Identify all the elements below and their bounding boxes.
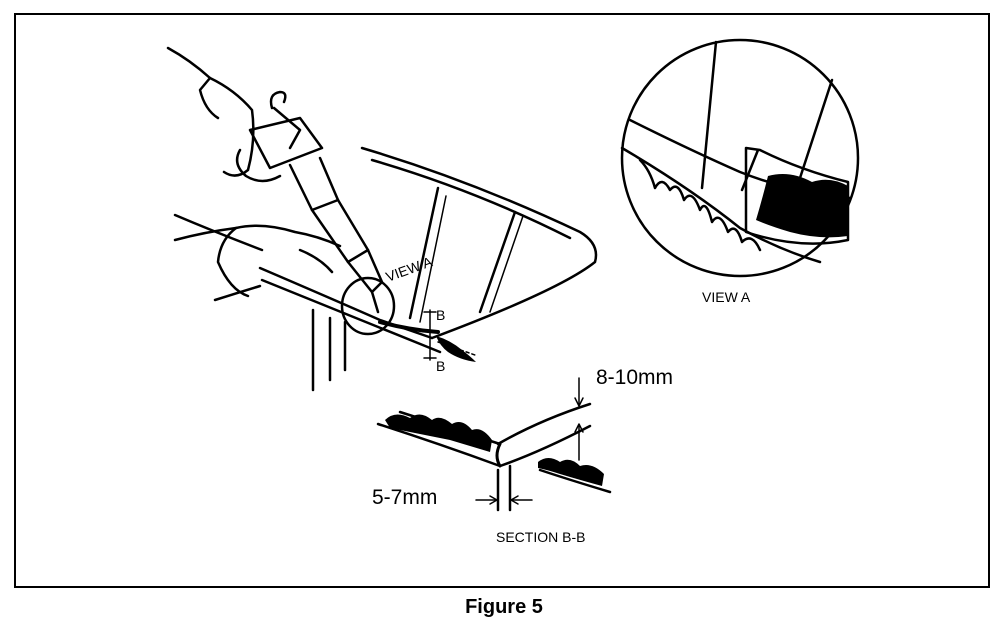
figure-caption: Figure 5 bbox=[465, 596, 543, 618]
windshield-glass bbox=[173, 146, 598, 354]
figure-frame bbox=[14, 13, 990, 588]
view-a-marker bbox=[340, 276, 396, 336]
section-label: SECTION B-B bbox=[496, 529, 585, 545]
dimension-height-label: 8-10mm bbox=[596, 366, 673, 389]
section-b-lower-label: B bbox=[436, 358, 445, 374]
urethane-texture bbox=[385, 174, 848, 486]
view-a-main-label: VIEW A bbox=[384, 253, 435, 285]
section-line bbox=[423, 309, 437, 361]
view-a-detail bbox=[620, 38, 860, 278]
view-a-detail-label: VIEW A bbox=[702, 289, 751, 305]
dimension-width-label: 5-7mm bbox=[372, 486, 437, 509]
hand-upper bbox=[166, 46, 282, 183]
cutting-tool bbox=[248, 90, 384, 314]
hand-lower bbox=[173, 224, 342, 302]
section-b-upper-label: B bbox=[436, 307, 445, 323]
body-frame bbox=[311, 308, 347, 392]
